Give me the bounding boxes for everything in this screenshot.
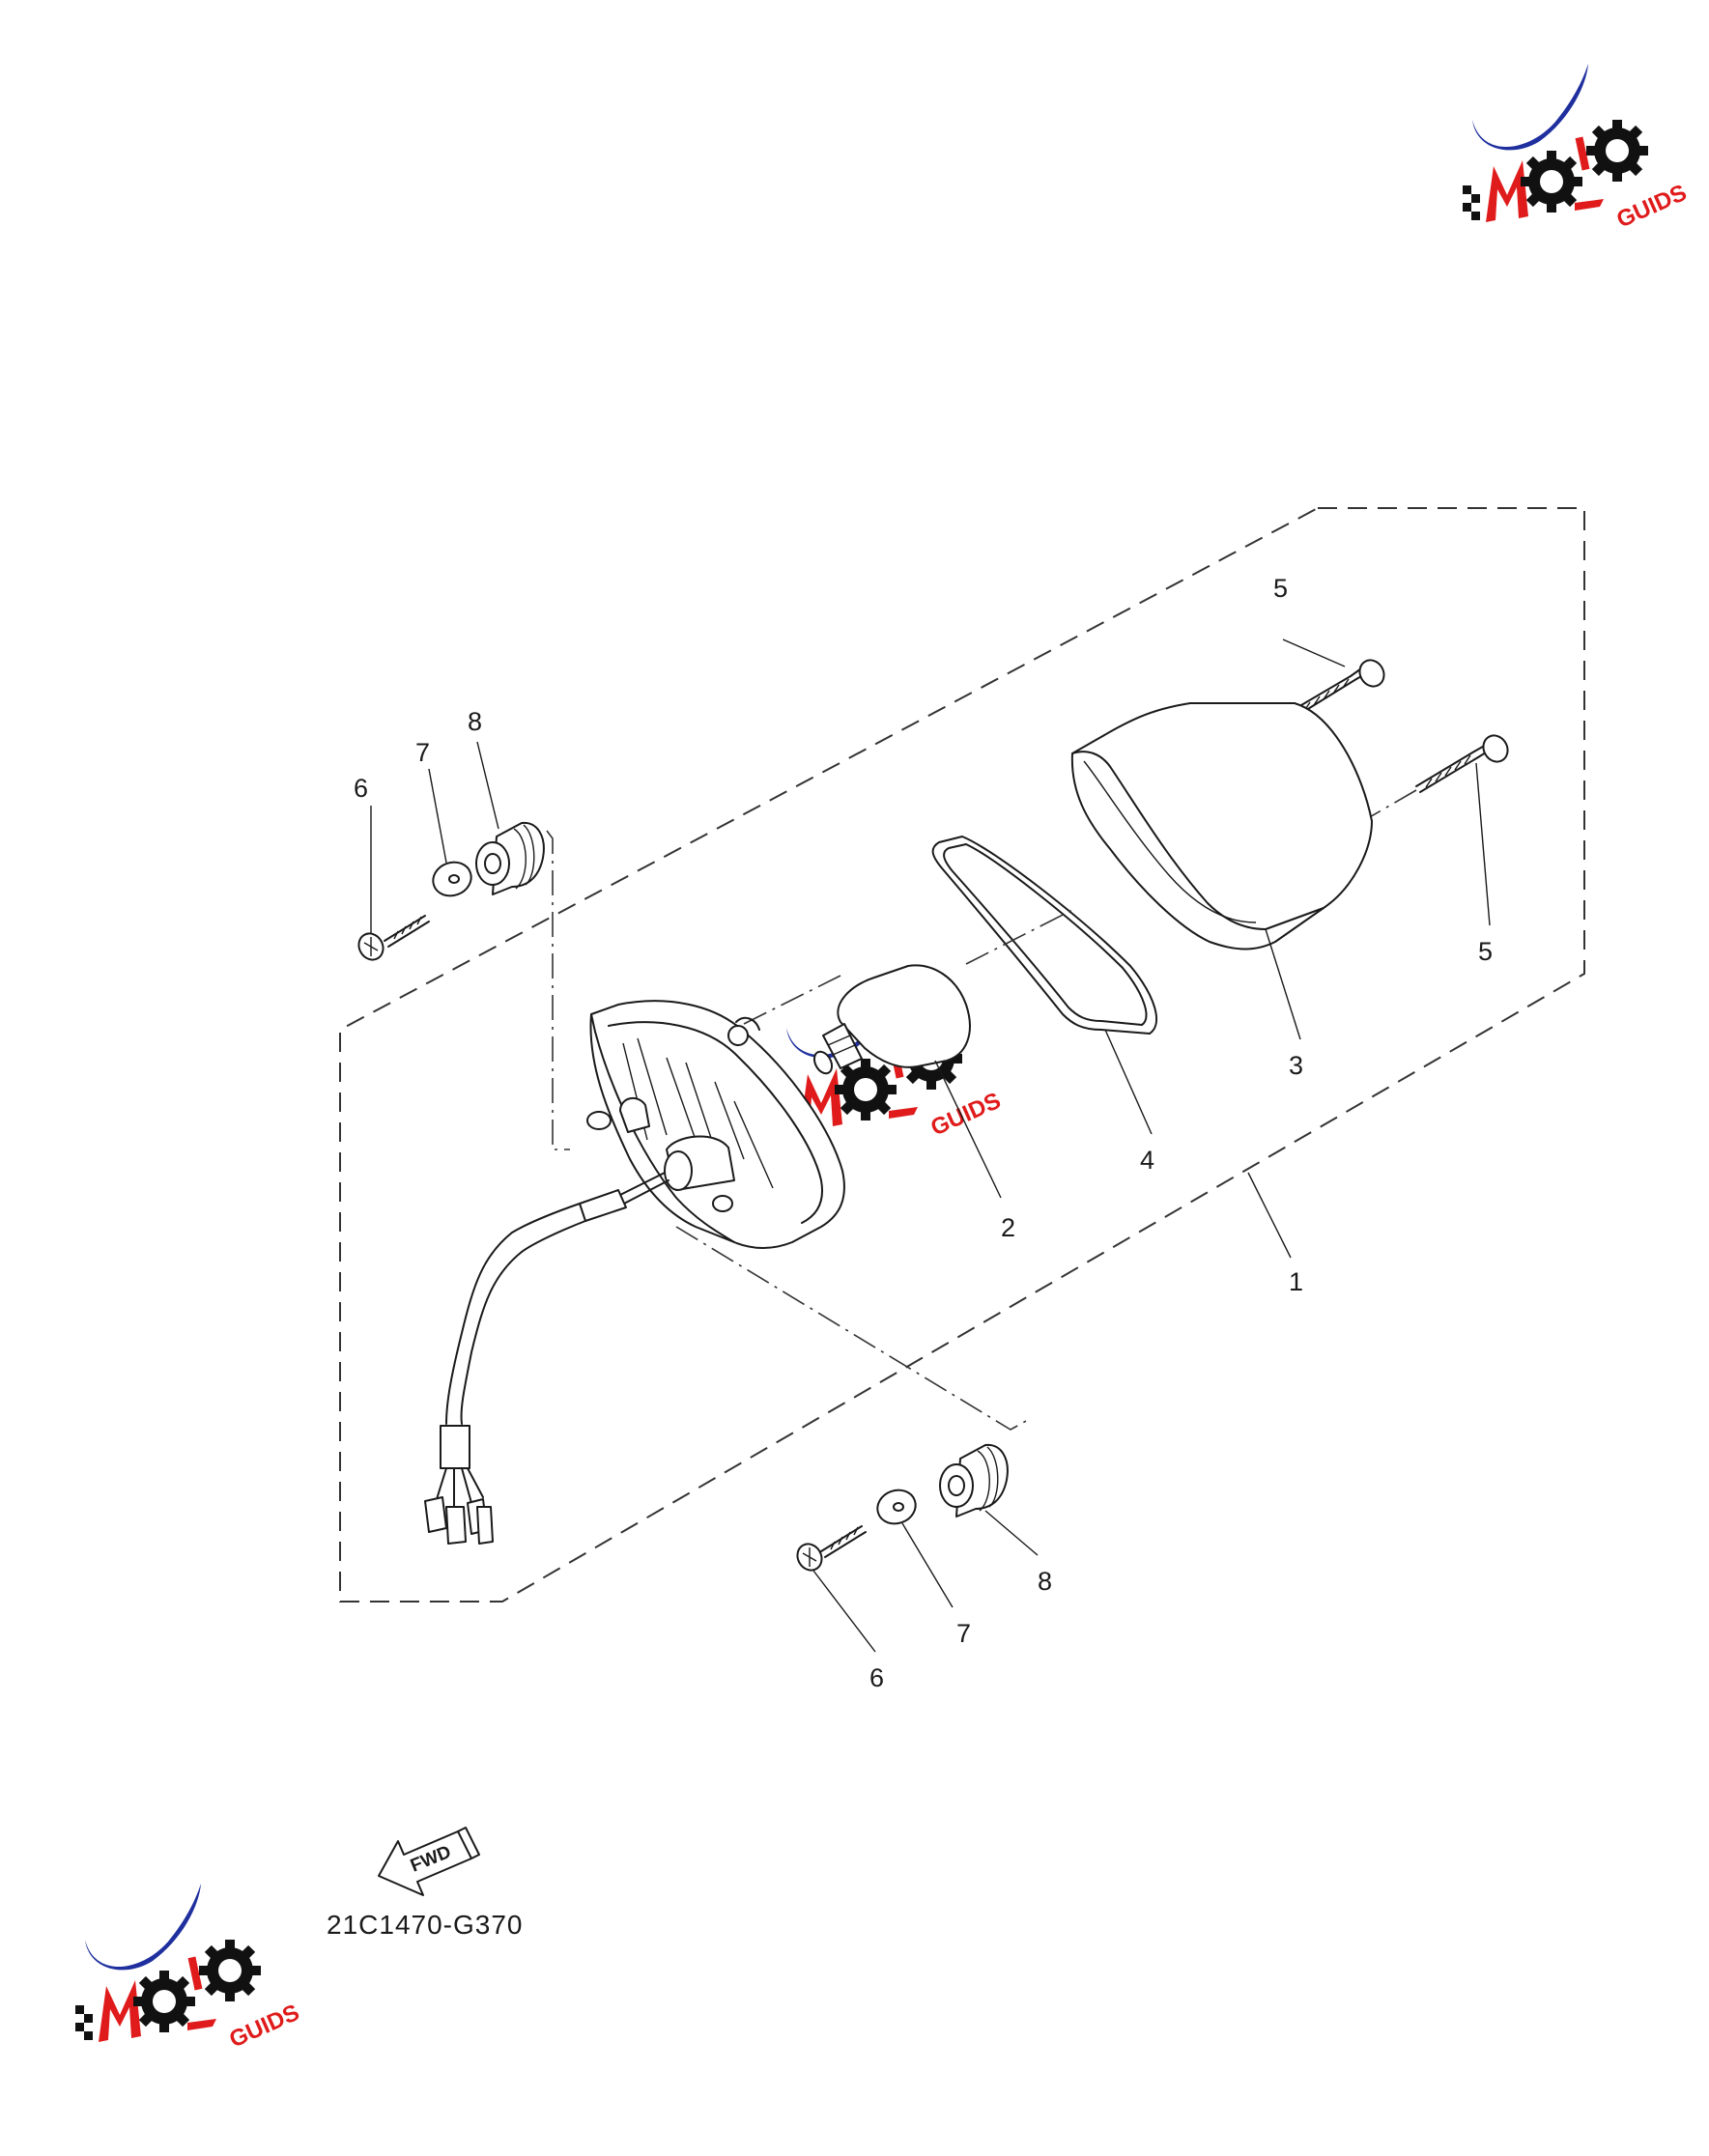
gasket <box>931 836 1158 1035</box>
wiring-harness <box>424 1172 669 1545</box>
watermark-logo-top-right: GUIDS <box>1463 64 1691 233</box>
washer-7-lower <box>876 1489 917 1525</box>
tail-light-housing <box>586 1000 845 1249</box>
screw-6-lower <box>796 1525 867 1572</box>
bulb <box>812 964 971 1075</box>
assembly-boundary <box>339 507 1585 1603</box>
callout-5-lower: 5 <box>1478 937 1493 966</box>
lower-fastener-axis <box>675 1226 1029 1431</box>
callout-3: 3 <box>1289 1051 1303 1080</box>
upper-fastener-axis <box>546 830 570 1150</box>
watermark-logo-bottom-left: GUIDS <box>75 1884 303 2053</box>
callout-8-lower: 8 <box>1038 1567 1052 1596</box>
callout-1: 1 <box>1289 1267 1303 1296</box>
callout-6-upper: 6 <box>354 774 368 803</box>
callout-7-lower: 7 <box>956 1619 971 1648</box>
lens <box>1070 702 1373 950</box>
callouts: 5 5 3 4 2 1 6 7 8 8 7 6 <box>354 574 1493 1692</box>
bulb-axis-line <box>743 909 1073 1025</box>
callout-6-lower: 6 <box>869 1663 884 1692</box>
grommet-8-upper <box>475 821 545 895</box>
watermark-subtext: GUIDS <box>1612 180 1690 234</box>
callout-7-upper: 7 <box>415 738 430 767</box>
callout-8-upper: 8 <box>468 707 482 736</box>
fwd-arrow-icon: FWD <box>378 1827 480 1896</box>
callout-2: 2 <box>1001 1213 1015 1242</box>
watermark-subtext: GUIDS <box>926 1088 1004 1142</box>
leader-lines <box>370 638 1491 1653</box>
grommet-8-lower <box>939 1443 1009 1518</box>
diagram-code: 21C1470-G370 <box>327 1910 523 1940</box>
callout-4: 4 <box>1140 1146 1154 1175</box>
washer-7-upper <box>432 861 472 897</box>
callout-5-upper: 5 <box>1273 574 1288 603</box>
screw-5-lower <box>1415 734 1509 793</box>
screw-6-upper <box>357 915 430 961</box>
watermark-subtext: GUIDS <box>225 2000 302 2054</box>
